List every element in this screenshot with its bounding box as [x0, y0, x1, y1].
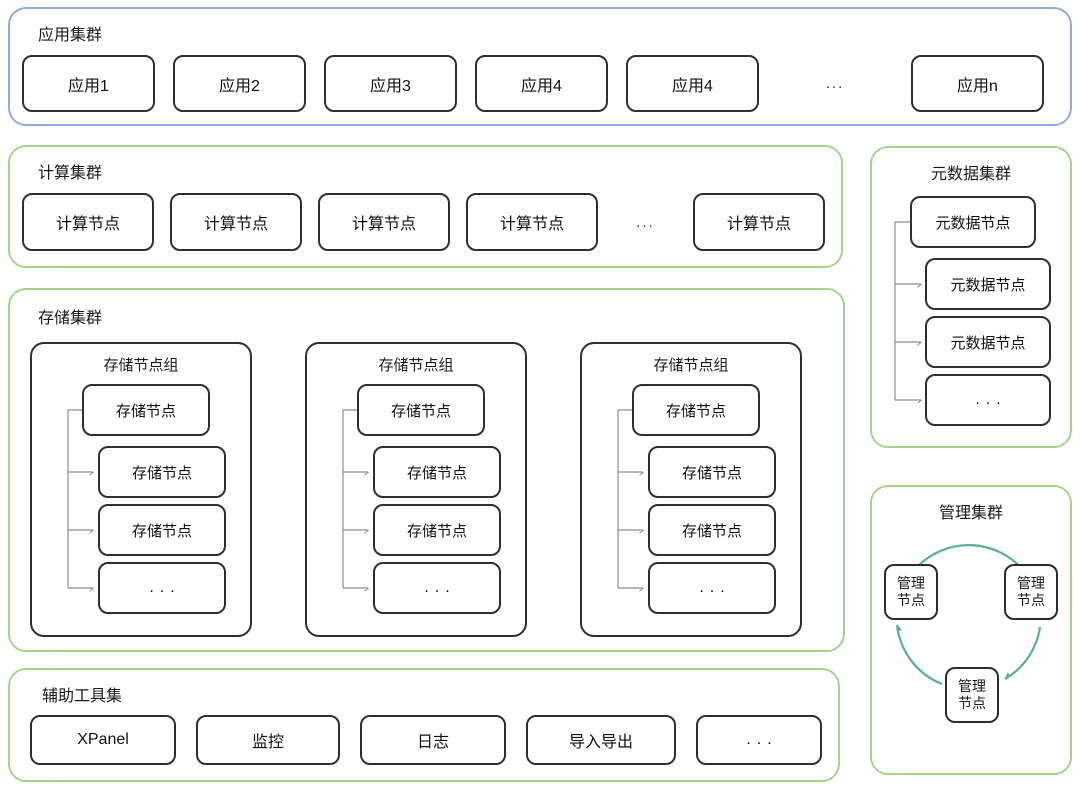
metadata-cluster-section: 元数据集群 元数据节点 元数据节点 元数据节点 ...	[870, 146, 1072, 448]
management-ring-arrows	[895, 543, 1042, 686]
aux-tools-section: 辅助工具集 XPanel 监控 日志 导入导出 ...	[8, 668, 840, 782]
storage-node: 存储节点	[357, 384, 485, 436]
app-cluster-section: 应用集群 应用1 应用2 应用3 应用4 应用4 ... 应用n	[8, 7, 1072, 126]
metadata-node: 元数据节点	[910, 196, 1036, 248]
compute-node: 计算节点	[170, 193, 302, 251]
aux-tools-row: XPanel 监控 日志 导入导出 ...	[30, 715, 822, 765]
app-cluster-title: 应用集群	[38, 27, 103, 44]
metadata-ellipsis-node: ...	[925, 374, 1051, 426]
storage-node-group: 存储节点组 存储节点 存储节点 存储节点 ...	[30, 342, 252, 637]
management-node-label-line2: 节点	[1017, 592, 1045, 608]
storage-node-group: 存储节点组 存储节点 存储节点 存储节点 ...	[305, 342, 527, 637]
management-cluster-section: 管理集群 管理 节点 管理 节点 管理 节点	[870, 485, 1072, 775]
app-node: 应用4	[626, 55, 759, 112]
metadata-node: 元数据节点	[925, 316, 1051, 368]
management-node-label-line2: 节点	[958, 695, 986, 711]
storage-ellipsis-node: ...	[98, 562, 226, 614]
storage-cluster-section: 存储集群 存储节点组 存储节点 存储节点 存储节点 ... 存储节点	[8, 288, 845, 652]
metadata-node: 元数据节点	[925, 258, 1051, 310]
storage-node-group: 存储节点组 存储节点 存储节点 存储节点 ...	[580, 342, 802, 637]
storage-node: 存储节点	[648, 446, 776, 498]
storage-node: 存储节点	[98, 446, 226, 498]
app-node: 应用n	[911, 55, 1044, 112]
management-cluster-title: 管理集群	[938, 505, 1003, 522]
compute-row-ellipsis: ...	[636, 213, 655, 231]
storage-node: 存储节点	[98, 504, 226, 556]
storage-node: 存储节点	[648, 504, 776, 556]
app-node: 应用1	[22, 55, 155, 112]
management-node-label-line1: 管理	[897, 575, 925, 591]
storage-ellipsis-node: ...	[373, 562, 501, 614]
compute-node: 计算节点	[693, 193, 825, 251]
app-row-ellipsis: ...	[825, 75, 845, 92]
storage-group-title: 存储节点组	[378, 357, 454, 374]
compute-cluster-title: 计算集群	[38, 165, 103, 182]
compute-node: 计算节点	[22, 193, 154, 251]
storage-group-title: 存储节点组	[103, 357, 179, 374]
aux-tool-node: 导入导出	[526, 715, 676, 765]
app-node: 应用3	[324, 55, 457, 112]
compute-node: 计算节点	[466, 193, 598, 251]
management-node-label-line2: 节点	[897, 592, 925, 608]
storage-node: 存储节点	[373, 504, 501, 556]
management-node-label-line1: 管理	[958, 678, 986, 694]
management-node: 管理 节点	[945, 667, 999, 723]
storage-group-title: 存储节点组	[653, 357, 729, 374]
storage-ellipsis-node: ...	[648, 562, 776, 614]
management-node: 管理 节点	[1004, 564, 1058, 620]
app-node-row: 应用1 应用2 应用3 应用4 应用4 ... 应用n	[22, 55, 1044, 112]
aux-ellipsis-node: ...	[696, 715, 822, 765]
aux-tools-title: 辅助工具集	[42, 688, 123, 705]
aux-tool-node: XPanel	[30, 715, 176, 765]
storage-node: 存储节点	[373, 446, 501, 498]
aux-tool-node: 监控	[196, 715, 340, 765]
app-node: 应用2	[173, 55, 306, 112]
storage-node: 存储节点	[82, 384, 210, 436]
management-node: 管理 节点	[884, 564, 938, 620]
compute-node-row: 计算节点 计算节点 计算节点 计算节点 ... 计算节点	[22, 193, 825, 251]
compute-node: 计算节点	[318, 193, 450, 251]
management-node-label-line1: 管理	[1017, 575, 1045, 591]
compute-cluster-section: 计算集群 计算节点 计算节点 计算节点 计算节点 ... 计算节点	[8, 145, 843, 268]
storage-node: 存储节点	[632, 384, 760, 436]
storage-cluster-title: 存储集群	[38, 310, 103, 327]
app-node: 应用4	[475, 55, 608, 112]
aux-tool-node: 日志	[360, 715, 506, 765]
metadata-cluster-title: 元数据集群	[930, 166, 1011, 183]
